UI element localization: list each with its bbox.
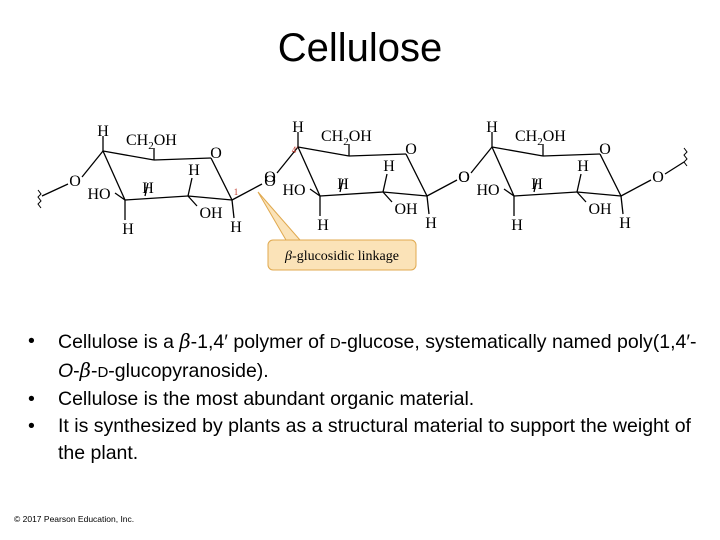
linkage-pointer	[257, 191, 302, 241]
bullet-item: Cellulose is the most abundant organic m…	[28, 386, 708, 413]
chain-end-wave-right	[683, 147, 688, 167]
copyright-notice: © 2017 Pearson Education, Inc.	[14, 514, 135, 524]
bullet-list: Cellulose is a β-1,4′ polymer of D-gluco…	[28, 328, 708, 467]
bridge-oxygen-1: O	[264, 173, 276, 190]
glucose-unit-2	[263, 118, 458, 235]
bridge-oxygen-2: O	[458, 169, 470, 186]
chain-end-wave-left	[37, 189, 42, 209]
cellulose-structure-diagram: H CH2OH O H O HO H OH H H O O O 4′ 1 β-g…	[37, 118, 688, 271]
slide-title: Cellulose	[277, 26, 443, 70]
bullet-item: Cellulose is a β-1,4′ polymer of D-gluco…	[28, 328, 708, 386]
glucose-unit-1	[68, 122, 263, 239]
bridge-oxygen-3: O	[652, 169, 664, 186]
position-1-label: 1	[234, 187, 239, 197]
bullet-item: It is synthesized by plants as a structu…	[28, 413, 708, 467]
linkage-label-box	[267, 239, 417, 271]
linkage-label: β-glucosidic linkage	[284, 249, 399, 264]
glucose-unit-3	[457, 118, 652, 235]
position-4-label: 4′	[292, 145, 299, 155]
